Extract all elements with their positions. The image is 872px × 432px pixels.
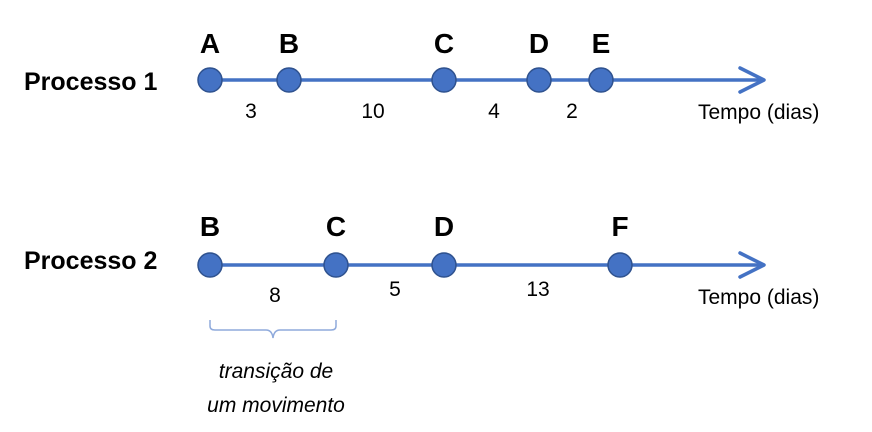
event-label: A: [200, 28, 220, 59]
interval-label: 13: [526, 278, 549, 301]
event-node: [197, 252, 223, 278]
event-node: [607, 252, 633, 278]
event-node: [431, 67, 457, 93]
interval-label: 2: [566, 100, 578, 123]
event-label: D: [434, 211, 454, 242]
event-label: D: [529, 28, 549, 59]
event-label: C: [434, 28, 454, 59]
event-label: E: [592, 28, 611, 59]
event-label: B: [200, 211, 220, 242]
process-1-label: Processo 1: [24, 68, 158, 96]
interval-label: 8: [269, 284, 281, 307]
event-node: [276, 67, 302, 93]
event-node: [197, 67, 223, 93]
interval-label: 10: [361, 100, 384, 123]
annotation-line-1: transição de: [219, 360, 333, 383]
timeline-1-arrowhead: [738, 66, 766, 94]
axis-label-tempo: Tempo (dias): [698, 286, 819, 309]
annotation-line-2: um movimento: [207, 394, 345, 417]
process-2-label: Processo 2: [24, 247, 157, 275]
timeline-processo-1: Processo 1 A B C D E 3 10 4 2 Tempo (dia…: [24, 28, 819, 124]
event-node: [431, 252, 457, 278]
axis-label-tempo: Tempo (dias): [698, 101, 819, 124]
event-node: [526, 67, 552, 93]
curly-brace: [209, 320, 337, 339]
timeline-2-arrowhead: [738, 251, 766, 279]
event-node: [323, 252, 349, 278]
interval-label: 3: [245, 100, 257, 123]
event-label: C: [326, 211, 346, 242]
event-label: B: [279, 28, 299, 59]
timeline-processo-2: Processo 2 B C D F 8 5 13 Tempo (dias): [24, 211, 819, 309]
transition-annotation: transição de um movimento: [207, 320, 345, 417]
event-label: F: [611, 211, 628, 242]
event-node: [588, 67, 614, 93]
interval-label: 5: [389, 278, 401, 301]
interval-label: 4: [488, 100, 500, 123]
